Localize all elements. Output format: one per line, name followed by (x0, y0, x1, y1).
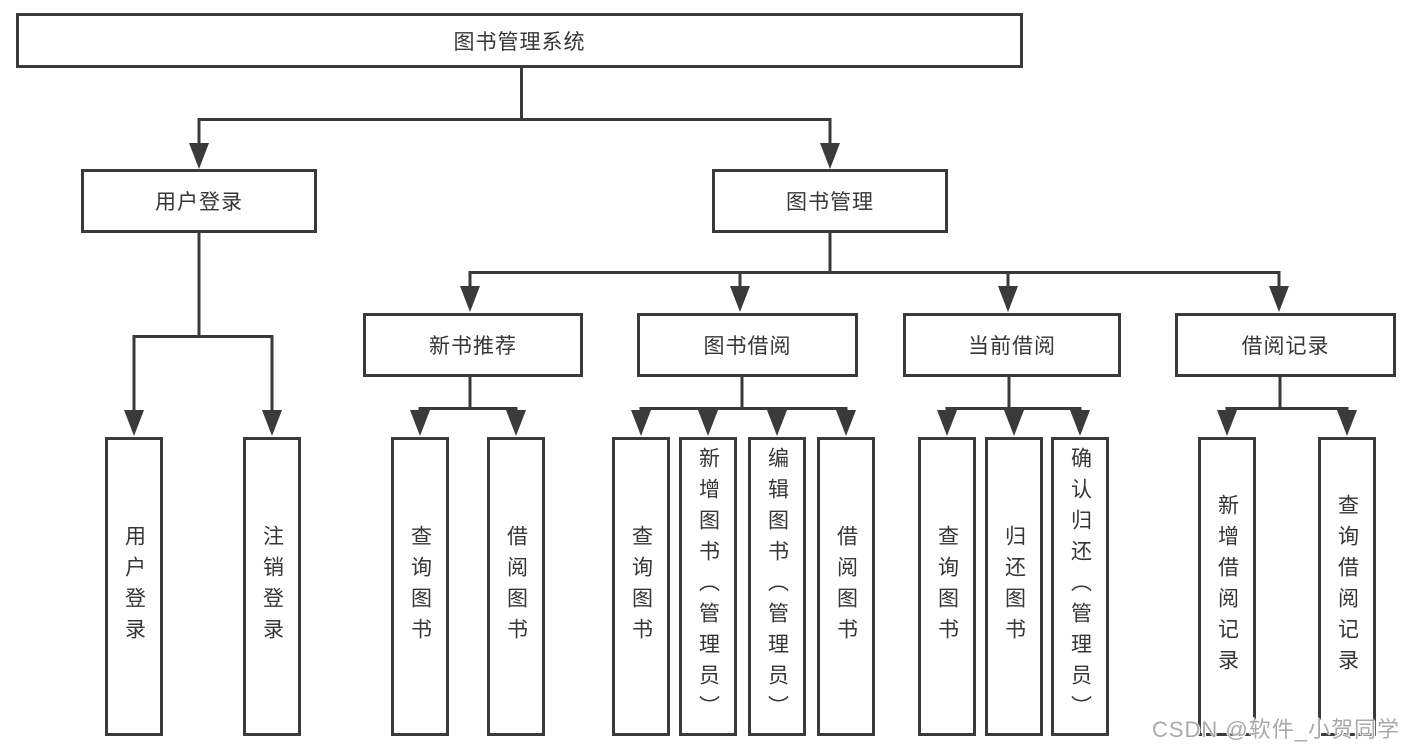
leaf-label: 查询图书 (408, 524, 432, 649)
arrowhead-icon (262, 410, 282, 436)
node-borrow-records: 借阅记录 (1175, 313, 1396, 377)
arrowhead-icon (410, 410, 430, 436)
node-book-management: 图书管理 (712, 169, 948, 233)
watermark: CSDN @软件_小贺同学 (1151, 717, 1400, 742)
leaf-borrow-books-1: 借阅图书 (487, 437, 545, 736)
leaf-logout: 注销登录 (243, 437, 301, 736)
leaf-confirm-return-admin: 确认归还（管理员） (1051, 437, 1109, 736)
arrowhead-icon (189, 143, 209, 169)
leaf-label: 新增借阅记录 (1215, 493, 1239, 680)
arrowhead-icon (767, 410, 787, 436)
arrowhead-icon (937, 410, 957, 436)
arrowhead-icon (1004, 410, 1024, 436)
leaf-borrow-books-2: 借阅图书 (817, 437, 875, 736)
arrowhead-icon (836, 410, 856, 436)
arrowhead-icon (631, 410, 651, 436)
node-root-system: 图书管理系统 (16, 13, 1023, 68)
arrowhead-icon (1269, 286, 1289, 312)
leaf-label: 查询图书 (629, 524, 653, 649)
arrowhead-icon (1217, 410, 1237, 436)
leaf-query-books-3: 查询图书 (918, 437, 976, 736)
leaf-user-login: 用户登录 (105, 437, 163, 736)
leaf-label: 用户登录 (122, 524, 146, 649)
leaf-label: 编辑图书（管理员） (765, 447, 789, 726)
node-current-borrowing: 当前借阅 (903, 313, 1121, 377)
arrowhead-icon (820, 143, 840, 169)
leaf-label: 借阅图书 (504, 524, 528, 649)
leaf-return-books: 归还图书 (985, 437, 1043, 736)
leaf-label: 借阅图书 (834, 524, 858, 649)
node-new-book-recommend: 新书推荐 (363, 313, 583, 377)
arrowhead-icon (506, 410, 526, 436)
leaf-label: 确认归还（管理员） (1068, 447, 1092, 726)
leaf-query-books-1: 查询图书 (391, 437, 449, 736)
leaf-query-books-2: 查询图书 (612, 437, 670, 736)
leaf-add-books-admin: 新增图书（管理员） (679, 437, 737, 736)
node-user-login: 用户登录 (81, 169, 317, 233)
leaf-label: 归还图书 (1002, 524, 1026, 649)
leaf-edit-books-admin: 编辑图书（管理员） (748, 437, 806, 736)
node-book-borrowing: 图书借阅 (637, 313, 858, 377)
arrowhead-icon (1070, 410, 1090, 436)
arrowhead-icon (124, 410, 144, 436)
leaf-label: 新增图书（管理员） (696, 447, 720, 726)
leaf-query-borrow-record: 查询借阅记录 (1318, 437, 1376, 736)
arrowhead-icon (1337, 410, 1357, 436)
leaf-add-borrow-record: 新增借阅记录 (1198, 437, 1256, 736)
arrowhead-icon (998, 286, 1018, 312)
arrowhead-icon (460, 286, 480, 312)
leaf-label: 查询借阅记录 (1335, 493, 1359, 680)
arrowhead-icon (730, 286, 750, 312)
leaf-label: 查询图书 (935, 524, 959, 649)
leaf-label: 注销登录 (260, 524, 284, 649)
arrowhead-icon (698, 410, 718, 436)
